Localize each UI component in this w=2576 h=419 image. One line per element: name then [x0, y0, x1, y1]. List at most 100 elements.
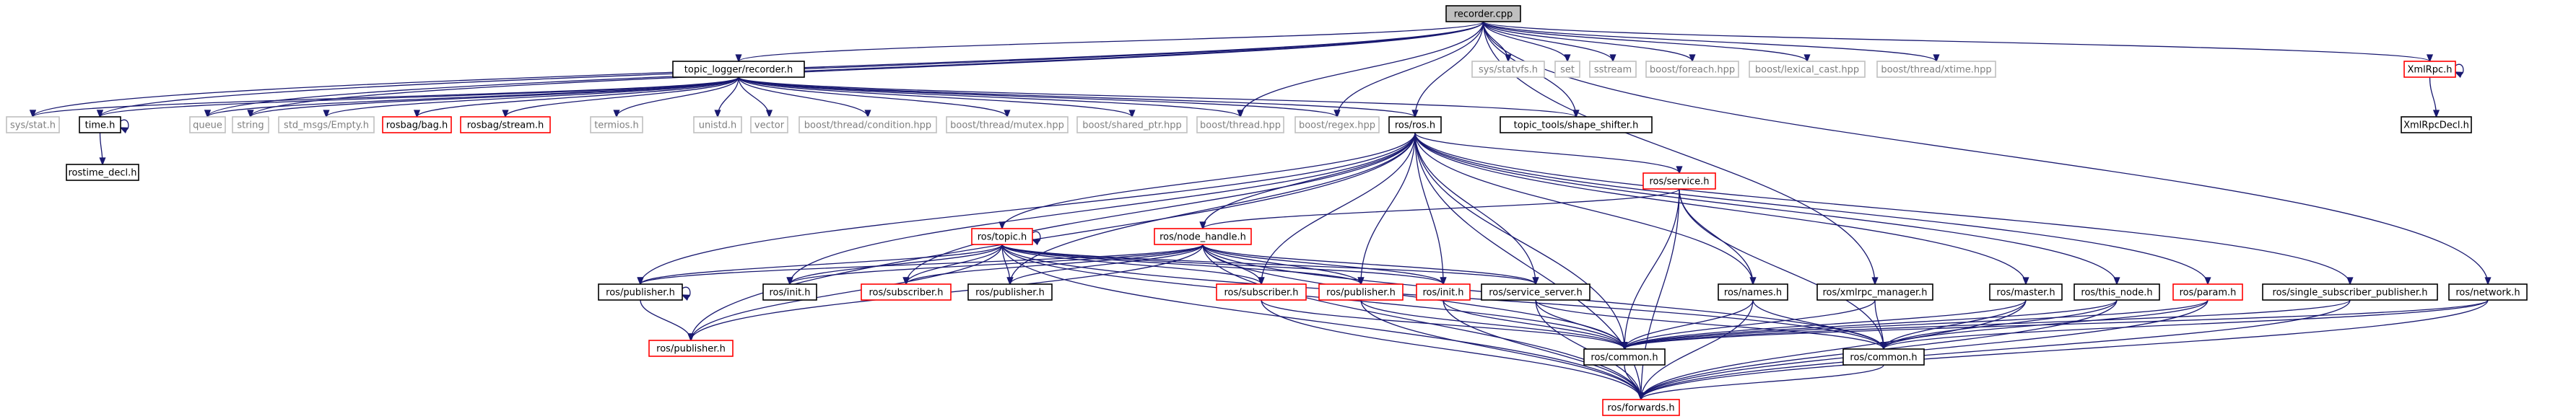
node-sys-stat-h-a[interactable]: sys/stat.h: [6, 116, 60, 133]
node-rosbag-bag-h[interactable]: rosbag/bag.h: [382, 116, 452, 133]
node-ros-topic-h[interactable]: ros/topic.h: [971, 228, 1033, 245]
node-sstream[interactable]: sstream: [1589, 61, 1637, 78]
node-label: ros/publisher.h: [656, 344, 726, 355]
node-ros-init-h-a[interactable]: ros/init.h: [762, 283, 817, 301]
include-edge: [738, 76, 1136, 118]
include-edge: [204, 76, 739, 118]
node-boost-thread-xtime-hpp[interactable]: boost/thread/xtime.hpp: [1876, 61, 1996, 78]
include-edge: [1006, 244, 1204, 286]
node-boost-foreach-hpp[interactable]: boost/foreach.hpp: [1645, 61, 1739, 78]
node-label: ros/names.h: [1724, 288, 1782, 299]
node-label: boost/foreach.hpp: [1650, 65, 1735, 76]
node-queue[interactable]: queue: [189, 116, 226, 133]
node-time-h[interactable]: time.h: [79, 116, 121, 133]
node-ros-publisher-h-d[interactable]: ros/publisher.h: [648, 340, 734, 357]
node-ros-this-node-h[interactable]: ros/this_node.h: [2074, 283, 2160, 301]
node-label: ros/subscriber.h: [869, 288, 943, 299]
node-ros-single-subscriber-publisher-h[interactable]: ros/single_subscriber_publisher.h: [2262, 283, 2438, 301]
node-ros-network-h[interactable]: ros/network.h: [2448, 283, 2528, 301]
node-ros-service-server-h[interactable]: ros/service_server.h: [1481, 283, 1591, 301]
node-ros-publisher-h-b[interactable]: ros/publisher.h: [967, 283, 1053, 301]
node-label: ros/forwards.h: [1607, 403, 1674, 414]
include-edge: [1637, 188, 1680, 401]
node-ros-init-h-b[interactable]: ros/init.h: [1416, 283, 1471, 301]
include-edge: [1202, 244, 1539, 286]
node-boost-shared-ptr-hpp[interactable]: boost/shared_ptr.hpp: [1076, 116, 1188, 133]
node-ros-publisher-h-c[interactable]: ros/publisher.h: [1318, 283, 1404, 301]
node-label: ros/service.h: [1649, 177, 1709, 188]
node-rostime-decl-h[interactable]: rostime_decl.h: [66, 164, 139, 181]
include-edge: [1261, 299, 1628, 350]
node-label: boost/thread.hpp: [1200, 120, 1281, 131]
include-edge: [1414, 132, 2211, 286]
node-label: ros/single_subscriber_publisher.h: [2273, 288, 2428, 299]
node-label: ros/topic.h: [978, 232, 1027, 243]
node-ros-names-h[interactable]: ros/names.h: [1718, 283, 1788, 301]
node-label: queue: [193, 120, 222, 131]
node-termios-h[interactable]: termios.h: [590, 116, 643, 133]
node-ros-ros-h[interactable]: ros/ros.h: [1388, 116, 1442, 133]
node-label: ros/publisher.h: [975, 288, 1045, 299]
include-edge: [2429, 76, 2440, 118]
edges-layer: [29, 21, 2492, 401]
node-boost-lexical-cast-hpp[interactable]: boost/lexical_cast.hpp: [1749, 61, 1866, 78]
include-edge: [1482, 21, 1811, 63]
node-label: boost/thread/xtime.hpp: [1881, 65, 1991, 76]
node-boost-thread-condition-hpp[interactable]: boost/thread/condition.hpp: [799, 116, 937, 133]
node-ros-subscriber-h-a[interactable]: ros/subscriber.h: [861, 283, 952, 301]
node-boost-thread-hpp[interactable]: boost/thread.hpp: [1196, 116, 1284, 133]
node-std-msgs-empty-h[interactable]: std_msgs/Empty.h: [278, 116, 375, 133]
include-edge: [1414, 132, 1683, 175]
node-label: ros/master.h: [1996, 288, 2055, 299]
node-xmlrpcdecl-h[interactable]: XmlRpcDecl.h: [2401, 116, 2472, 133]
include-edge: [1001, 244, 1447, 286]
node-label: ros/ros.h: [1395, 120, 1435, 131]
node-topic-logger-recorder-h[interactable]: topic_logger/recorder.h: [672, 61, 805, 78]
node-unistd-h[interactable]: unistd.h: [693, 116, 742, 133]
node-xmlrpc-h[interactable]: XmlRpc.h: [2403, 61, 2456, 78]
node-label: termios.h: [594, 120, 639, 131]
node-ros-forwards-h[interactable]: ros/forwards.h: [1602, 399, 1680, 416]
node-boost-regex-hpp[interactable]: boost/regex.hpp: [1294, 116, 1380, 133]
node-ros-service-h[interactable]: ros/service.h: [1642, 172, 1716, 190]
include-edge: [1679, 188, 1757, 286]
node-label: vector: [754, 120, 785, 131]
node-label: boost/regex.hpp: [1299, 120, 1375, 131]
include-edge: [1637, 299, 2351, 401]
include-edge: [738, 76, 1580, 118]
include-edge: [738, 76, 1341, 118]
node-sys-statvfs-h[interactable]: sys/statvfs.h: [1471, 61, 1545, 78]
node-ros-common-h-b[interactable]: ros/common.h: [1842, 348, 1925, 366]
node-set[interactable]: set: [1554, 61, 1580, 78]
node-ros-param-h[interactable]: ros/param.h: [2172, 283, 2243, 301]
node-ros-common-h-a[interactable]: ros/common.h: [1583, 348, 1666, 366]
node-ros-node-handle-h[interactable]: ros/node_handle.h: [1154, 228, 1252, 245]
include-edge: [687, 244, 1003, 342]
node-label: set: [1560, 65, 1575, 76]
include-edge: [119, 119, 129, 133]
node-label: ros/network.h: [2455, 288, 2520, 299]
include-edge: [1482, 21, 1940, 63]
include-edge: [2454, 63, 2464, 78]
node-ros-subscriber-h-b[interactable]: ros/subscriber.h: [1216, 283, 1307, 301]
include-edge: [1414, 132, 1539, 286]
node-vector[interactable]: vector: [750, 116, 788, 133]
node-label: ros/node_handle.h: [1159, 232, 1246, 243]
include-edge: [735, 21, 1484, 63]
node-ros-xmlrpc-manager-h[interactable]: ros/xmlrpc_manager.h: [1816, 283, 1933, 301]
node-label: sys/statvfs.h: [1479, 65, 1538, 76]
node-label: ros/xmlrpc_manager.h: [1823, 288, 1928, 299]
include-edge: [714, 76, 739, 118]
node-topic-tools-shape-shifter-h[interactable]: topic_tools/shape_shifter.h: [1500, 116, 1653, 133]
include-edge: [786, 244, 1204, 286]
node-boost-thread-mutex-hpp[interactable]: boost/thread/mutex.hpp: [946, 116, 1069, 133]
node-ros-master-h[interactable]: ros/master.h: [1989, 283, 2063, 301]
node-ros-publisher-h-a[interactable]: ros/publisher.h: [598, 283, 683, 301]
include-edge: [1414, 132, 1628, 350]
node-string[interactable]: string: [232, 116, 269, 133]
node-recorder-cpp[interactable]: recorder.cpp: [1445, 5, 1521, 22]
include-edge: [1880, 299, 2489, 350]
include-edge: [738, 76, 1244, 118]
include-edge: [738, 76, 871, 118]
node-rosbag-stream-h[interactable]: rosbag/stream.h: [460, 116, 551, 133]
